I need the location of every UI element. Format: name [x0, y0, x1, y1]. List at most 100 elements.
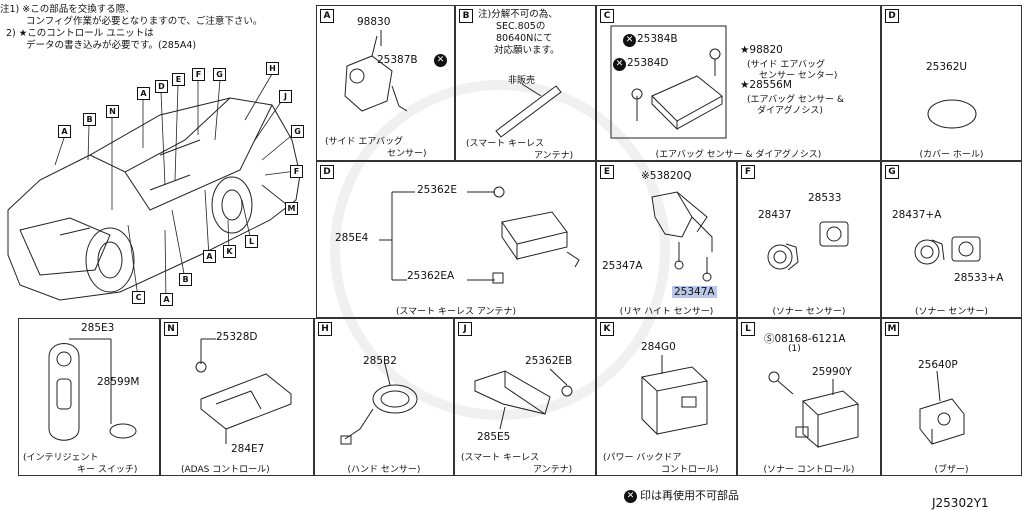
part-drawing	[344, 30, 408, 112]
note-line-1: 注1) ※この部品を交換する際、	[0, 4, 135, 15]
quantity: (1)	[788, 344, 801, 354]
part-number: 25362EB	[525, 355, 573, 367]
cell-a: A 98830 25387B ✕ (サイド エアバッグ センサー)	[316, 5, 455, 161]
caption: (ソナー センサー)	[915, 307, 988, 317]
cell-f: F 28533 28437 (ソナー センサー)	[737, 161, 881, 318]
caption: コントロール)	[661, 465, 719, 475]
caption: (ソナー センサー)	[772, 307, 846, 317]
car-callout-n: N	[106, 105, 119, 118]
note-line: 対応願います。	[494, 45, 560, 56]
caption: (スマート キーレス	[461, 453, 540, 463]
car-callout-g-2: G	[291, 125, 304, 138]
legend-text: 印は再使用不可部品	[640, 489, 739, 502]
cell-m: M 25640P (ブザー)	[881, 318, 1022, 476]
cell-letter: C	[600, 9, 614, 23]
part-number: 284G0	[641, 341, 676, 353]
part-number: 285B2	[363, 355, 397, 367]
caption: (ブザー)	[934, 465, 969, 475]
part-number: 28533	[808, 192, 842, 204]
cell-g: G 28437+A 28533+A (ソナー センサー)	[881, 161, 1022, 318]
cell-letter: F	[741, 165, 755, 179]
part-number: 284E7	[231, 443, 265, 455]
car-callout-g-1: G	[213, 68, 226, 81]
part-number: 285E5	[477, 431, 511, 443]
part-number: 28533+A	[954, 272, 1004, 284]
cell-e: E ※53820Q 25347A 25347A (リヤ ハイト センサー)	[596, 161, 737, 318]
cell-letter: D	[320, 165, 334, 179]
note-line: 注)分解不可の為、	[478, 9, 558, 20]
car-callout-m: M	[285, 202, 298, 215]
vehicle-overview: A B N A D E F G H J G F M L K A B C A	[0, 60, 315, 315]
notes-block: 注1) ※この部品を交換する際、 コンフィグ作業が必要となりますので、ご注意下さ…	[0, 4, 315, 52]
caption: (サイド エアバッグ	[325, 137, 404, 147]
part-desc: センサー センター)	[759, 71, 838, 81]
caption: (ADAS コントロール)	[181, 465, 270, 475]
cell-letter: M	[885, 322, 899, 336]
caption: センサー)	[387, 149, 427, 159]
part-drawing	[927, 99, 977, 129]
cell-letter: G	[885, 165, 899, 179]
car-callout-a-2: A	[137, 87, 150, 100]
part-number: 28437	[758, 209, 792, 221]
part-number: ★28556M	[740, 79, 792, 91]
part-drawing	[379, 186, 580, 284]
caption: (ソナー コントロール)	[763, 465, 855, 475]
cell-letter: E	[600, 165, 614, 179]
not-sold-label: 非販売	[508, 76, 536, 86]
non-reusable-icon: ✕	[434, 54, 447, 67]
part-desc: (サイド エアバッグ	[747, 60, 826, 70]
part-drawing	[640, 355, 709, 436]
car-callout-b-2: B	[179, 273, 192, 286]
caption: (スマート キーレス	[466, 139, 545, 149]
part-number: 98830	[357, 16, 391, 28]
non-reusable-icon: ✕	[624, 489, 637, 503]
caption: (インテリジェント	[23, 453, 99, 463]
part-number: Ⓢ08168-6121A	[764, 333, 846, 345]
vehicle-drawing	[7, 73, 301, 301]
cell-h: H 285B2 (ハンド センサー)	[314, 318, 454, 476]
note-line-3: 2) ★このコントロール ユニットは	[6, 28, 154, 39]
part-number: 25384D	[627, 57, 669, 69]
car-callout-j: J	[279, 90, 292, 103]
car-callout-d: D	[155, 80, 168, 93]
caption: (ハンド センサー)	[347, 465, 421, 475]
part-number: 25990Y	[812, 366, 852, 378]
cell-letter: B	[459, 9, 473, 23]
car-callout-c: C	[132, 291, 145, 304]
watermark	[330, 80, 670, 420]
part-number: 28437+A	[892, 209, 942, 221]
part-drawing	[919, 370, 965, 445]
note-line: 80640Nにて	[496, 33, 553, 44]
part-number: 25328D	[216, 331, 258, 343]
part-number: 25640P	[918, 359, 958, 371]
cell-letter: N	[164, 322, 178, 336]
caption: アンテナ)	[533, 465, 573, 475]
cell-k: K 284G0 (パワー バックドア コントロール)	[596, 318, 737, 476]
car-callout-l: L	[245, 235, 258, 248]
part-number: 25387B	[377, 54, 418, 66]
part-number-highlighted[interactable]: 25347A	[672, 286, 717, 298]
part-desc: (エアバッグ センサー &	[747, 95, 844, 105]
part-number: 28599M	[97, 376, 140, 388]
part-number: 25384B	[637, 33, 678, 45]
caption: (スマート キーレス アンテナ)	[395, 307, 517, 317]
part-drawing	[610, 25, 727, 139]
part-number: 25362U	[926, 61, 968, 73]
note-line-4: データの書き込みが必要です。(285A4)	[26, 40, 197, 51]
part-drawing	[495, 83, 562, 138]
non-reusable-icon: ✕	[613, 58, 626, 71]
cell-d-cover: D 25362U (カバー ホール)	[881, 5, 1022, 161]
caption: アンテナ)	[534, 151, 574, 161]
caption: キー スイッチ)	[77, 465, 138, 475]
car-callout-a-4: A	[160, 293, 173, 306]
car-callout-e: E	[172, 73, 185, 86]
car-callout-a-1: A	[58, 125, 71, 138]
cell-letter: D	[885, 9, 899, 23]
cell-key: 285E3 28599M (インテリジェント キー スイッチ)	[18, 318, 160, 476]
part-drawing	[768, 371, 860, 449]
cell-letter: L	[741, 322, 755, 336]
caption: (カバー ホール)	[919, 150, 984, 160]
part-number: ★98820	[740, 44, 783, 56]
part-desc: ダイアグノシス)	[757, 106, 823, 116]
part-number: 285E3	[81, 322, 115, 334]
